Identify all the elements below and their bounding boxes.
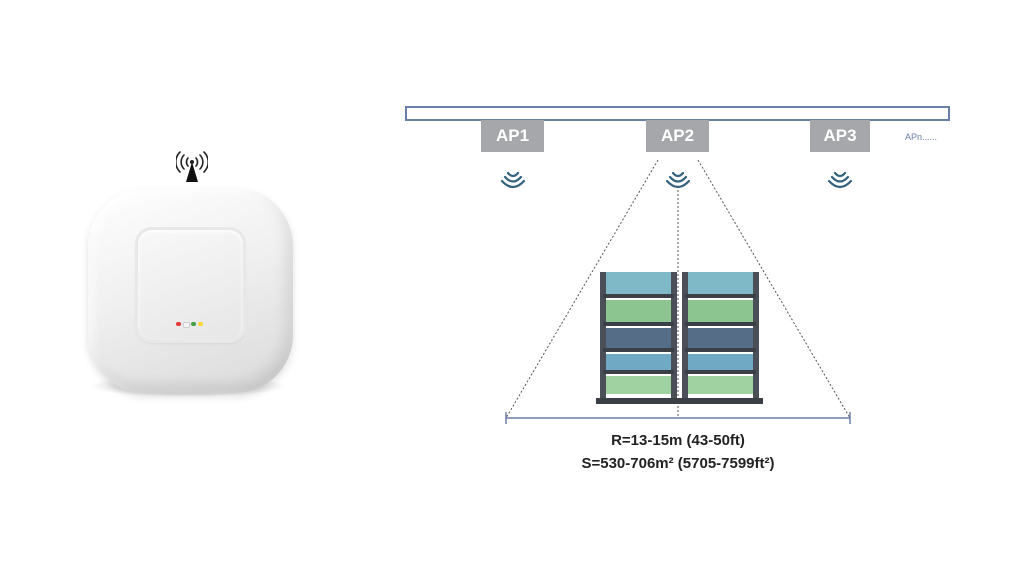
antenna-icon — [176, 151, 208, 182]
range-caption: R=13-15m (43-50ft) — [611, 432, 745, 449]
ap2-label: AP2 — [646, 121, 709, 151]
wifi-signal-icon-3 — [827, 171, 853, 189]
ceiling-rail — [405, 106, 950, 121]
device-panel — [138, 230, 243, 340]
led-yellow — [198, 322, 203, 326]
apn-label: APn...... — [905, 132, 938, 142]
wifi-signal-icon-1 — [500, 171, 526, 189]
ap1-label: AP1 — [481, 121, 544, 151]
coverage-cone — [505, 159, 851, 419]
store-shelf-right — [678, 272, 763, 404]
range-line — [505, 412, 851, 424]
store-shelf-left — [596, 272, 681, 404]
led-white — [183, 322, 190, 328]
area-caption: S=530-706m² (5705-7599ft²) — [581, 455, 775, 472]
led-green — [191, 322, 196, 326]
led-red — [176, 322, 181, 326]
wifi-signal-icon-2 — [665, 171, 691, 189]
access-point-device — [70, 170, 310, 420]
ap3-label: AP3 — [810, 121, 870, 151]
